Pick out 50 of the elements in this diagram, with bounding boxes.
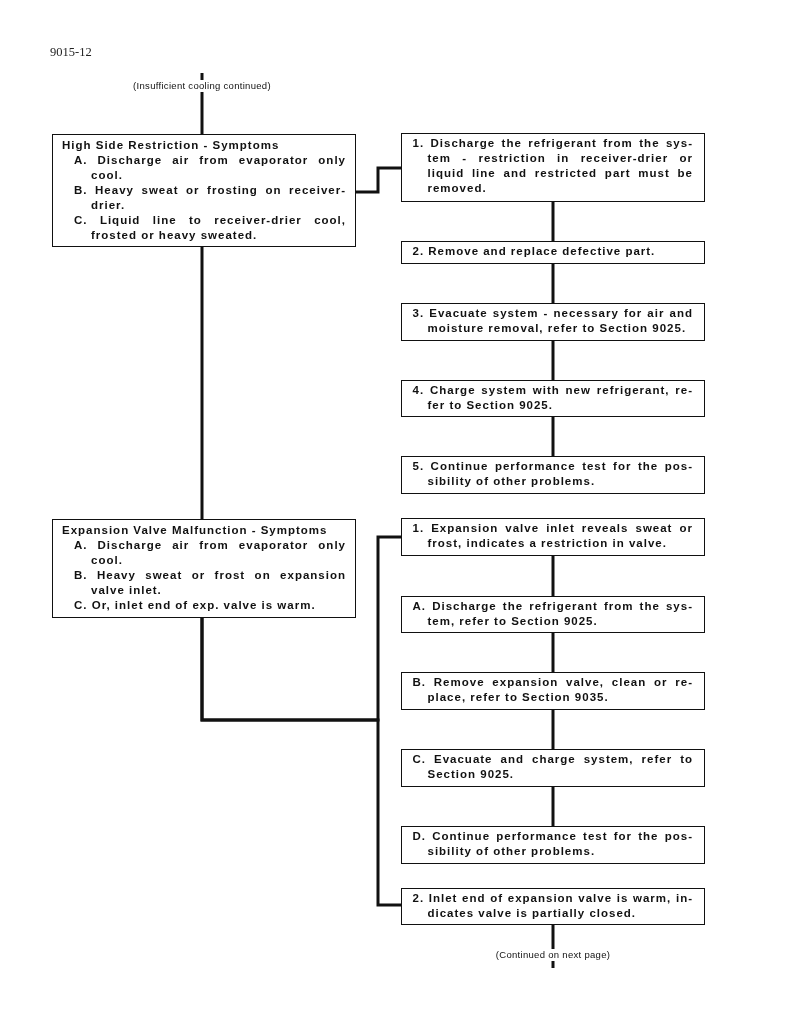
step-box [401,888,705,925]
connector-line [551,787,555,826]
step-box [401,826,705,864]
continuation-note: (Continued on next page) [495,949,611,961]
step-text: 1. Discharge the refrigerant from the sys-tem - restriction in receiver-drier or liquid line and restricted part must be removed. [412,136,693,196]
step-text: 2. Inlet end of expansion valve is warm, in-dicates valve is partially closed. [412,891,693,921]
connector-line [551,633,555,672]
step-text: D. Continue performance test for the pos-sibility of other problems. [412,829,693,859]
connector-line [200,618,401,907]
step-box [401,303,705,341]
step-text: 1. Expansion valve inlet reveals sweat or frost, indicates a restriction in valve. [412,521,693,551]
step-box [401,380,705,417]
symptom-item: C. Liquid line to receiver-drier cool, frosted or heavy sweated. [74,213,346,243]
page-number: 9015-12 [50,45,92,60]
connector-line [200,73,204,80]
step-text: 5. Continue performance test for the pos-sibility of other problems. [412,459,693,489]
connector-line [551,417,555,456]
symptom-item: C. Or, inlet end of exp. valve is warm. [74,598,317,613]
step-box [401,518,705,556]
connector-line [200,92,204,134]
box-heading: High Side Restriction - Symptoms [62,138,281,153]
step-text: B. Remove expansion valve, clean or re-place, refer to Section 9035. [412,675,693,705]
connector-line [551,202,555,241]
symptom-box [52,519,356,618]
continuation-note: (Insufficient cooling continued) [133,80,271,92]
step-box [401,456,705,494]
connector-line [551,264,555,303]
connector-line [551,556,555,596]
step-text: 4. Charge system with new refrigerant, re-fer to Section 9025. [412,383,693,413]
symptom-item: B. Heavy sweat or frost on expansion valve inlet. [74,568,346,598]
step-box [401,133,705,202]
step-text: 2. Remove and replace defective part. [412,244,657,259]
step-text: 3. Evacuate system - necessary for air and moisture removal, refer to Section 9025. [412,306,693,336]
connector-line [551,961,555,968]
step-text: A. Discharge the refrigerant from the sys-tem, refer to Section 9025. [412,599,693,629]
step-box [401,749,705,787]
connector-line [200,247,204,519]
step-box [401,672,705,710]
connector-line [551,925,555,949]
connector-line [551,341,555,380]
symptom-item: A. Discharge air from evaporator only cool. [74,153,346,183]
step-box [401,596,705,633]
connector-line [356,166,401,194]
symptom-item: A. Discharge air from evaporator only cool. [74,538,346,568]
connector-line [551,710,555,749]
step-box [401,241,705,264]
box-heading: Expansion Valve Malfunction - Symptoms [62,523,329,538]
step-text: C. Evacuate and charge system, refer to Section 9025. [412,752,693,782]
symptom-item: B. Heavy sweat or frosting on receiver-drier. [74,183,346,213]
symptom-box [52,134,356,247]
